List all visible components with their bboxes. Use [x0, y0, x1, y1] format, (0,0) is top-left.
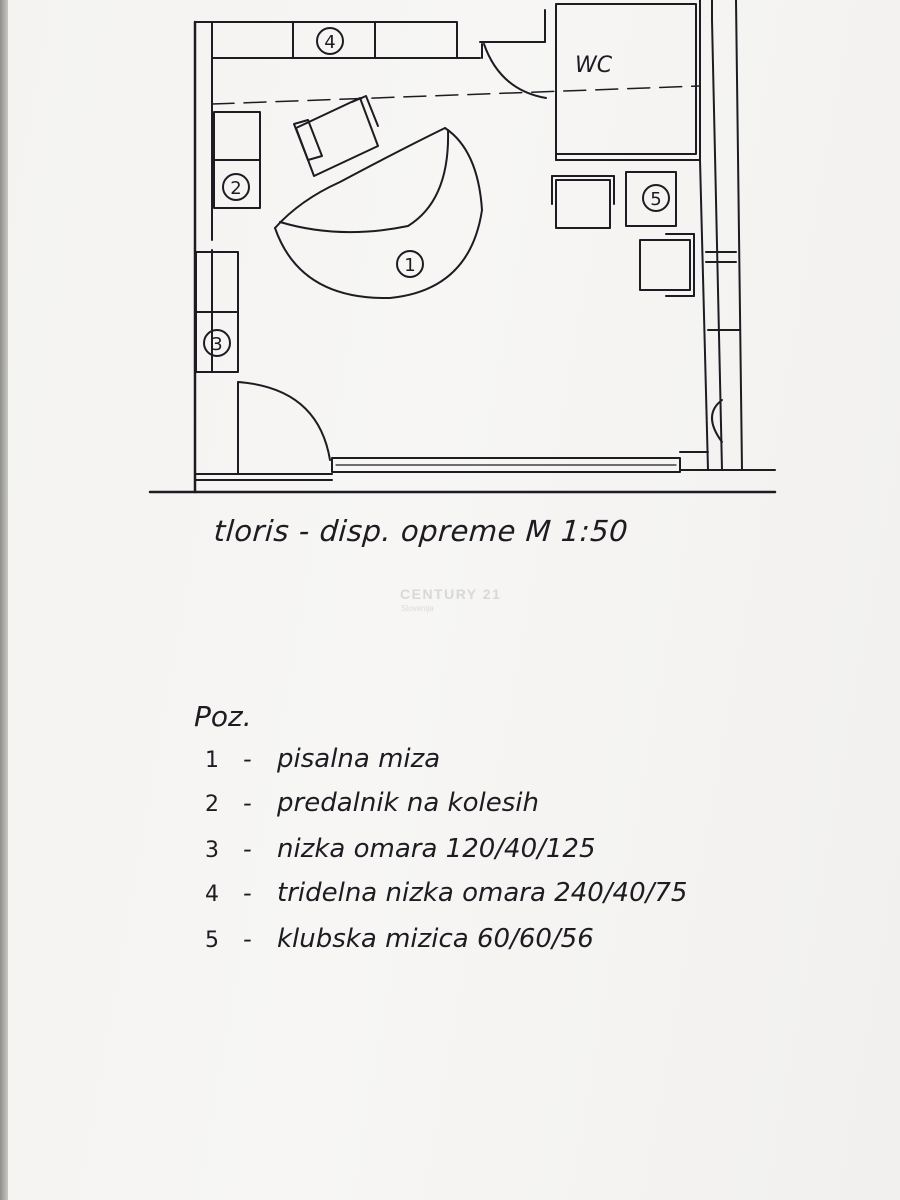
marker-1-circle [396, 250, 424, 278]
top-wall [211, 9, 557, 161]
watermark-region: Slovenija [401, 604, 434, 613]
left-wall [193, 20, 213, 494]
cabinet-4 [211, 21, 458, 59]
wc-label: WC [575, 53, 613, 78]
legend-item-text: klubska mizica 60/60/56 [277, 924, 594, 954]
legend-item-number: 3 [205, 838, 219, 863]
legend-item: 3-nizka omara 120/40/125 [205, 834, 596, 874]
club-table-5 [625, 171, 677, 227]
watermark-brand: CENTURY 21 [400, 586, 502, 602]
marker-4-circle [316, 27, 344, 55]
desk-shadow [0, 0, 10, 1200]
marker-1-label: 1 [404, 255, 415, 276]
drawer-unit-2 [213, 111, 261, 209]
legend-item-number: 1 [205, 748, 219, 773]
door-top [481, 43, 547, 99]
paper-sheet [8, 0, 900, 1200]
armchair-top [551, 175, 615, 229]
legend-item: 2-predalnik na kolesih [205, 788, 539, 828]
legend-item-dash: - [243, 745, 252, 773]
legend-title: Poz. [194, 700, 252, 733]
entrance-door [237, 381, 331, 475]
bottom-wall-window [195, 451, 709, 481]
legend-item-text: nizka omara 120/40/125 [277, 834, 596, 864]
legend-item-number: 4 [205, 882, 219, 907]
marker-4-label: 4 [324, 32, 335, 53]
legend-item-dash: - [243, 879, 252, 907]
marker-2-circle [222, 173, 250, 201]
legend-item-dash: - [243, 789, 252, 817]
marker-3-circle [203, 329, 231, 357]
marker-5-label: 5 [650, 189, 661, 210]
legend-item-text: pisalna miza [277, 744, 441, 774]
office-chair [293, 95, 379, 177]
marker-5-circle [642, 184, 670, 212]
legend-item-text: predalnik na kolesih [277, 788, 539, 818]
legend-item-dash: - [243, 835, 252, 863]
marker-3-label: 3 [211, 334, 222, 355]
legend-item-number: 2 [205, 792, 219, 817]
legend-item: 1-pisalna miza [205, 744, 440, 784]
writing-desk-1 [274, 127, 483, 300]
beam-dashed-line [211, 85, 701, 105]
marker-2-label: 2 [230, 178, 241, 199]
legend-item: 5-klubska mizica 60/60/56 [205, 924, 594, 964]
low-cabinet-3 [195, 251, 239, 373]
plan-caption: tloris - disp. opreme M 1:50 [212, 514, 630, 548]
legend-item: 4-tridelna nizka omara 240/40/75 [205, 878, 687, 918]
right-wall [699, 0, 743, 471]
legend-item-number: 5 [205, 928, 219, 953]
wc-room [555, 0, 713, 161]
legend-item-dash: - [243, 925, 252, 953]
legend-item-text: tridelna nizka omara 240/40/75 [277, 878, 688, 908]
armchair-right [639, 233, 695, 297]
